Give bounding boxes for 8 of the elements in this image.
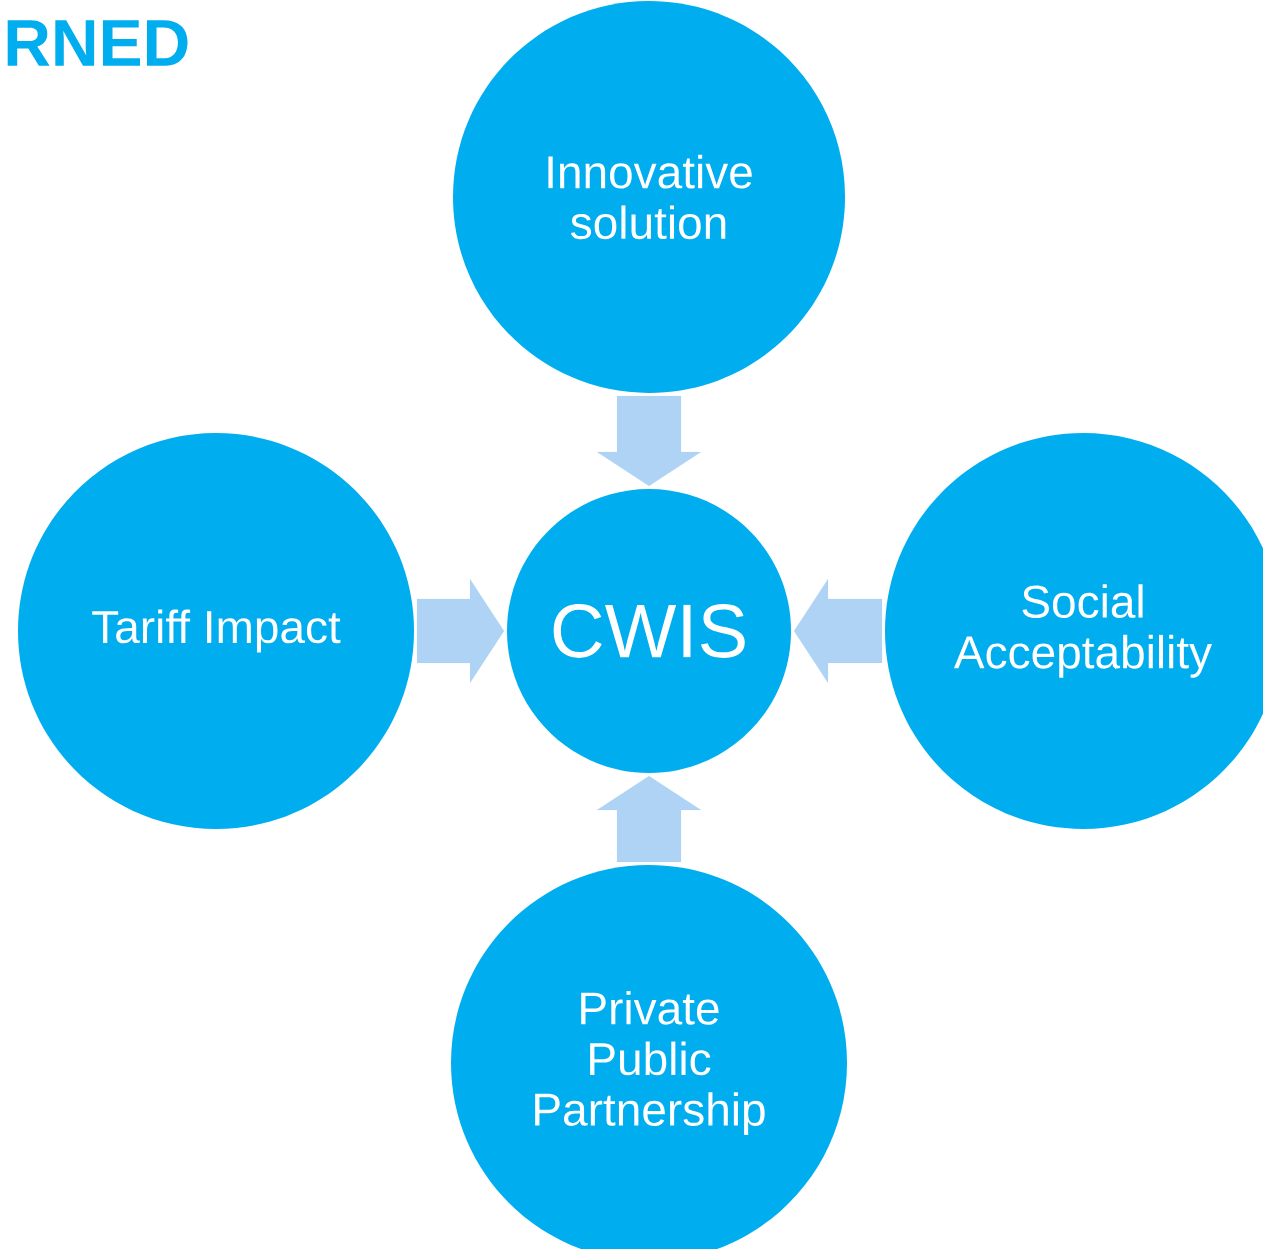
title-text: RNED [7, 20, 188, 66]
block-arrow [416, 578, 505, 684]
block-arrow [596, 395, 702, 487]
circle-node: Tariff Impact [18, 433, 414, 829]
circle-node: CWIS [507, 489, 791, 773]
block-arrow [596, 775, 702, 863]
circle-node: Innovative solution [453, 1, 845, 393]
block-arrow [793, 578, 883, 684]
